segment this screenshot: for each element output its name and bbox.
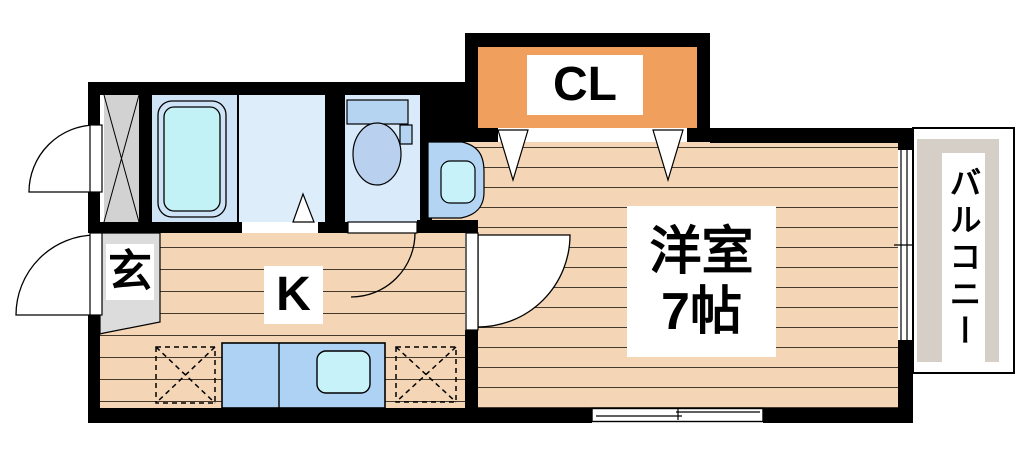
- entrance-label-text: 玄: [108, 247, 152, 296]
- wall-block-bottom-a: [100, 222, 242, 233]
- wall-closet-right: [697, 33, 710, 142]
- wall-bottom-left: [88, 408, 592, 423]
- wall-closet-stub-left: [478, 128, 498, 142]
- wall-closet-top: [465, 33, 710, 47]
- washroom-door-triangle: [292, 192, 315, 223]
- toilet-door-swing: [350, 232, 416, 298]
- entrance-door-leaf: [89, 232, 103, 316]
- wall-niche-top-chunk: [432, 95, 478, 142]
- toilet-bowl: [352, 122, 402, 186]
- wall-washroom-toilet: [325, 95, 345, 222]
- wall-closet-stub-right: [687, 128, 710, 142]
- appliance-space-left-x: [155, 346, 216, 404]
- wall-storage-bath: [139, 95, 152, 222]
- closet-door-triangle-left: [497, 129, 529, 183]
- appliance-space-left: [155, 346, 216, 404]
- closet-door-triangle-right: [652, 129, 684, 183]
- bathtub: [163, 106, 221, 212]
- western-room-label: 洋室 7帖: [627, 206, 776, 357]
- wall-kitchen-room-lower: [465, 330, 478, 408]
- kitchen-sink: [316, 350, 371, 394]
- storage-door-leaf: [89, 124, 103, 193]
- entrance-door-swing: [15, 234, 97, 316]
- toilet-tank: [346, 99, 409, 125]
- wall-left-lower: [88, 315, 100, 423]
- closet-opening-strip: [498, 128, 687, 142]
- storage-door-swing: [28, 124, 97, 193]
- bathtub-outer: [157, 100, 227, 218]
- wall-left-mid: [88, 192, 100, 233]
- wall-right-below-window: [898, 340, 913, 423]
- western-room-size: 7帖: [661, 282, 742, 341]
- room-washroom-floor: [239, 95, 325, 222]
- kitchen-label: K: [264, 266, 323, 324]
- entrance-label: 玄: [106, 244, 154, 300]
- wall-bottom-right: [763, 408, 913, 423]
- wall-top-right: [710, 128, 913, 143]
- western-room-name: 洋室: [649, 222, 754, 281]
- room-door-swing: [477, 234, 571, 328]
- room-door-leaf: [465, 232, 479, 331]
- closet-label-text: CL: [553, 58, 617, 111]
- toilet-flush-unit: [399, 124, 413, 145]
- washbasin-bowl: [440, 160, 476, 204]
- storage-hatch-line: [103, 94, 140, 223]
- balcony-label-text: バルコニー: [945, 165, 982, 351]
- balcony-label: バルコニー: [942, 153, 985, 363]
- toilet-door-leaf: [347, 221, 418, 234]
- wall-niche-corner: [417, 220, 478, 233]
- kitchen-label-text: K: [276, 268, 311, 321]
- wall-top-left-block: [88, 82, 465, 95]
- wall-right-above-window: [898, 128, 913, 150]
- wall-block-bottom-b: [318, 222, 348, 233]
- closet-label: CL: [527, 55, 643, 115]
- appliance-space-right: [395, 346, 457, 403]
- appliance-space-right-x: [395, 346, 457, 403]
